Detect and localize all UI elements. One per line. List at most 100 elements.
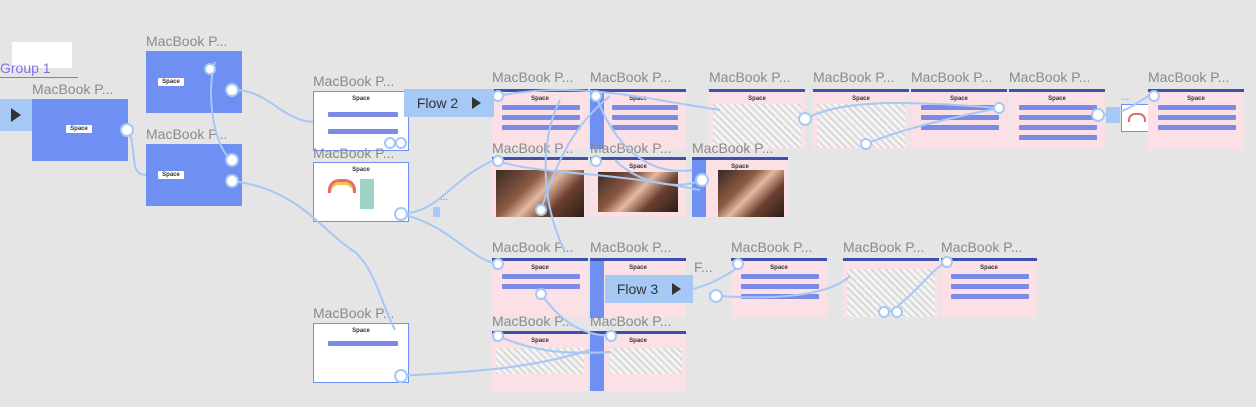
frame-list-b[interactable]: Space	[911, 89, 1007, 149]
list-row	[612, 105, 678, 110]
frame-photo-c[interactable]: Space	[692, 157, 788, 217]
frame-title[interactable]: MacBook P...	[32, 81, 114, 97]
list-row	[502, 274, 580, 279]
sketch-image	[713, 104, 801, 148]
frame-heading: Space	[950, 96, 968, 102]
frame-heading: Space	[1187, 96, 1205, 102]
list-row	[502, 125, 580, 130]
list-row	[951, 284, 1029, 289]
list-row	[921, 115, 999, 120]
play-icon	[472, 97, 482, 109]
frame-sketch-c[interactable]	[843, 258, 939, 318]
frame-title[interactable]: MacBook P...	[313, 73, 395, 89]
photo-image	[598, 172, 678, 212]
frame-title[interactable]: MacBook P...	[313, 145, 395, 161]
frame-settings[interactable]: Space	[313, 323, 409, 383]
frame-menu-a[interactable]: Space	[146, 51, 242, 113]
frame-title[interactable]: MacBook P...	[492, 239, 574, 255]
frame-heading: Space	[770, 265, 788, 271]
frame-title[interactable]: MacBook P...	[941, 239, 1023, 255]
frame-title[interactable]: MacBook P...	[590, 140, 672, 156]
frame-title[interactable]: MacBook P...	[731, 239, 813, 255]
frame-title[interactable]: MacBook P...	[709, 69, 791, 85]
flow-label: Flow 3	[616, 281, 659, 297]
list-row	[921, 105, 999, 110]
photo-image	[718, 170, 784, 217]
frame-heading: Space	[852, 96, 870, 102]
space-button[interactable]: Space	[66, 125, 92, 133]
space-button[interactable]: Space	[158, 171, 184, 179]
frame-heading: Space	[1048, 96, 1066, 102]
frame-sketch-a[interactable]: Space	[709, 89, 805, 149]
frame-heading: Space	[748, 96, 766, 102]
frame-title[interactable]: MacBook P...	[146, 33, 228, 49]
frame-heading: Space	[980, 265, 998, 271]
frame-heading: Space	[629, 96, 647, 102]
ellipsis-label: ...	[1121, 92, 1130, 103]
group-thumbnail[interactable]	[12, 42, 72, 68]
frame-rainbow[interactable]: Space	[313, 162, 409, 222]
list-row	[1158, 125, 1236, 130]
frame-title[interactable]: MacBook P...	[590, 313, 672, 329]
frame-title[interactable]: MacBook P...	[313, 305, 395, 321]
frame-title[interactable]: MacBook P...	[146, 126, 228, 142]
sketch-image	[610, 348, 682, 374]
frame-heading: Space	[629, 338, 647, 344]
frame-photo-b[interactable]: Space	[590, 157, 686, 217]
list-row	[502, 105, 580, 110]
play-icon	[11, 108, 21, 122]
frame-start[interactable]: Space	[32, 99, 128, 161]
frame-title[interactable]: MacBook P...	[492, 313, 574, 329]
frame-title[interactable]: MacBook P...	[843, 239, 925, 255]
sketch-image	[847, 269, 935, 317]
frame-title[interactable]: MacBook P...	[492, 69, 574, 85]
side-menu	[590, 261, 604, 318]
frame-title[interactable]: MacBook P...	[813, 69, 895, 85]
list-row	[951, 294, 1029, 299]
list-row	[921, 125, 999, 130]
input-row	[328, 112, 398, 117]
frame-list-d[interactable]: Space	[1148, 89, 1244, 149]
list-row	[1019, 125, 1097, 130]
flow-start-pill[interactable]: Flow 3	[605, 275, 693, 303]
list-row	[502, 284, 580, 289]
flow-start-tab[interactable]	[0, 99, 32, 131]
frame-title[interactable]: MacBook P...	[492, 140, 574, 156]
group-label[interactable]: Group 1	[0, 60, 51, 76]
frame-list-e[interactable]: Space	[492, 258, 588, 318]
input-row	[328, 341, 398, 346]
rainbow-icon	[1128, 113, 1146, 122]
frame-title[interactable]: MacBook P...	[1009, 69, 1091, 85]
list-row	[612, 115, 678, 120]
frame-title[interactable]: MacBook P...	[590, 239, 672, 255]
frame-sketch-b[interactable]: Space	[813, 89, 909, 149]
side-menu	[590, 334, 604, 391]
frame-list-g[interactable]: Space	[941, 258, 1037, 318]
partial-frame-title[interactable]: F...	[694, 259, 713, 275]
frame-heading: Space	[531, 338, 549, 344]
group-underline	[0, 77, 78, 78]
frame-heading: Space	[531, 96, 549, 102]
space-button[interactable]: Space	[158, 78, 184, 86]
frame-sketch-menu[interactable]: Space	[590, 331, 686, 391]
frame-title[interactable]: MacBook P...	[911, 69, 993, 85]
list-row	[502, 115, 580, 120]
frame-title[interactable]: MacBook P...	[1148, 69, 1230, 85]
frame-title[interactable]: MacBook P...	[692, 140, 774, 156]
frame-heading: Space	[352, 328, 370, 334]
list-row	[612, 125, 678, 130]
input-row	[328, 129, 398, 134]
sketch-image	[817, 104, 905, 148]
list-row	[741, 274, 819, 279]
list-row	[741, 284, 819, 289]
frame-list-c[interactable]: Space	[1009, 89, 1105, 149]
flow-start-pill[interactable]: Flow 2	[404, 89, 494, 117]
frame-title[interactable]: MacBook P...	[590, 69, 672, 85]
chart-thumbnail	[360, 179, 374, 209]
ellipsis-label: ...	[440, 192, 449, 203]
frame-heading: Space	[352, 96, 370, 102]
rainbow-icon	[328, 179, 356, 193]
frame-list-f[interactable]: Space	[731, 258, 827, 318]
